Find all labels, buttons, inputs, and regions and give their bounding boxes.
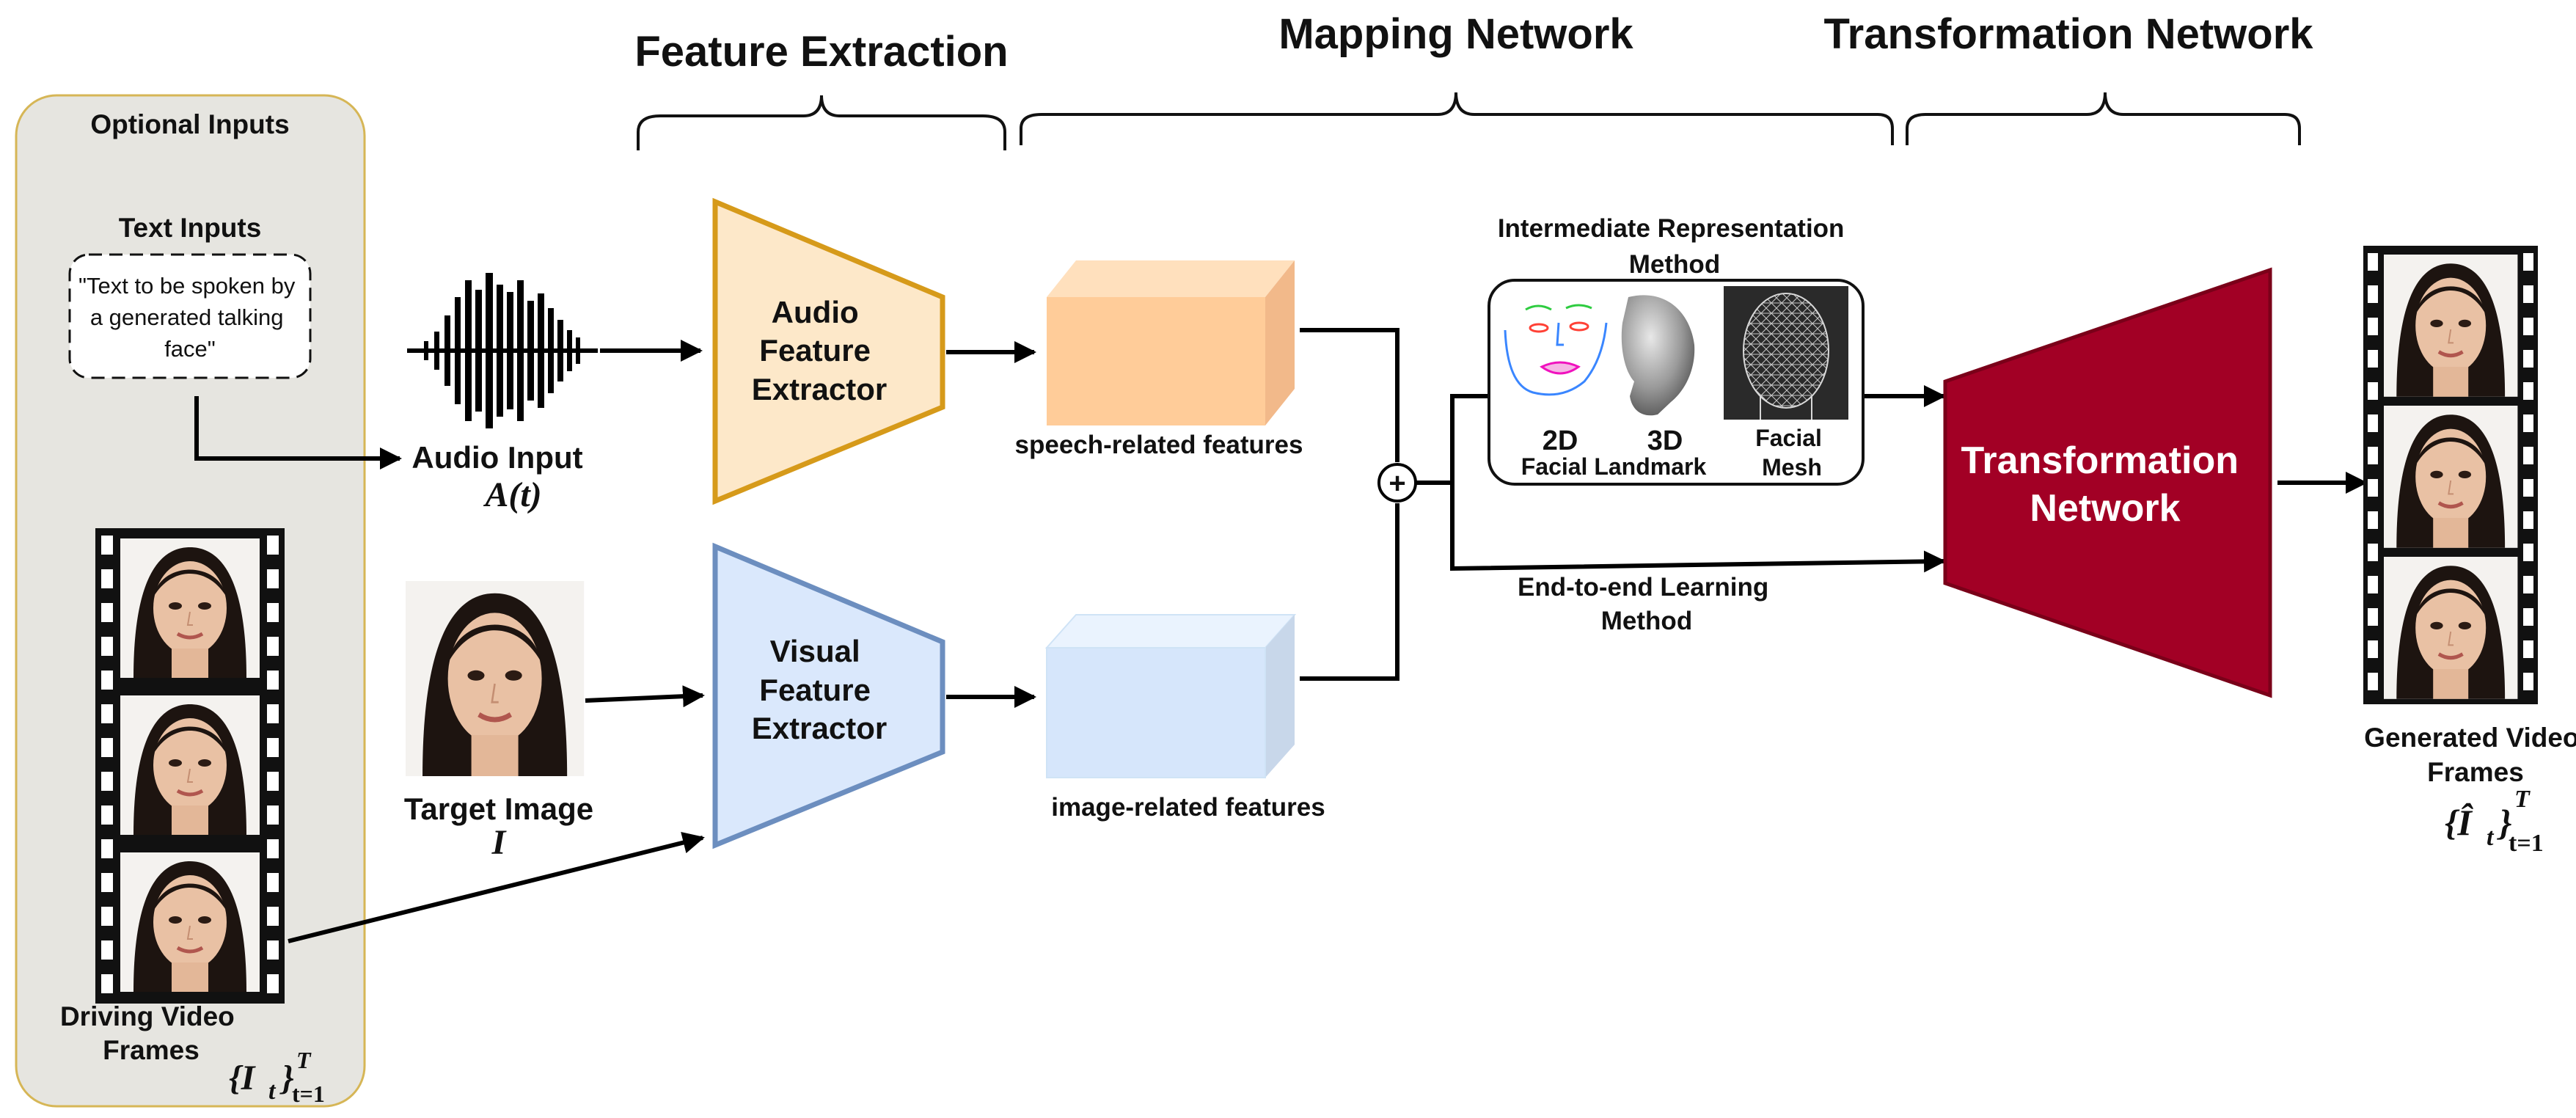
header-feature-extraction: Feature Extraction: [634, 28, 1008, 76]
svg-text:T: T: [296, 1047, 312, 1073]
visual-feature-extractor: Visual Feature Extractor: [712, 542, 945, 850]
svg-text:{Î: {Î: [2445, 802, 2473, 843]
image-features-cube: [1044, 614, 1297, 778]
target-image-face-thumbnail-icon: [406, 581, 584, 776]
svg-text:{I: {I: [229, 1059, 257, 1097]
intermediate-representation-box: 2D 3D Facial Landmark Facial Mesh: [1488, 279, 1865, 486]
svg-text:+: +: [1388, 467, 1405, 500]
target-image-math: I: [491, 823, 508, 862]
driving-video-film-strip-icon: [95, 528, 285, 1004]
generated-video-label: Generated Video Frames: [2364, 723, 2576, 787]
svg-text:T: T: [2514, 786, 2531, 813]
target-to-visual-extractor-arrow: [585, 685, 705, 708]
audio-input-label: Audio Input: [411, 440, 582, 475]
speech-to-combine-line: [1300, 328, 1399, 462]
driving-video-label: Driving Video Frames: [60, 1001, 242, 1065]
header-mapping-network: Mapping Network: [1278, 10, 1633, 58]
combine-node: +: [1377, 463, 1417, 503]
text-input-box: [68, 253, 312, 379]
svg-text:Facial Landmark: Facial Landmark: [1521, 453, 1707, 480]
text-to-audio-arrow: [194, 396, 402, 470]
svg-text:Transformation Network: Transformation Network: [1961, 439, 2250, 530]
audio-input-math: A(t): [483, 475, 541, 514]
svg-text:Visual Feature Ext: Visual Feature Extractor: [752, 634, 887, 745]
brace-mapping-network: [1020, 92, 1894, 145]
svg-text:t=1: t=1: [2509, 830, 2544, 857]
combine-to-end-to-end-arrow: [1450, 483, 1946, 573]
landmark-icon: [1504, 304, 1608, 396]
audio-feature-extractor: Audio Feature Extractor: [712, 197, 945, 505]
svg-text:Audio Feature Extr: Audio Feature Extractor: [752, 295, 887, 406]
3d-head-icon: [1621, 295, 1695, 416]
driving-to-visual-extractor-arrow: [288, 831, 705, 943]
intermediate-title: Intermediate Representation Method: [1498, 214, 1851, 279]
generated-video-math: {Î t } T t=1: [2445, 786, 2544, 857]
speech-features-label: speech-related features: [1015, 431, 1303, 459]
connector-arrows: [194, 328, 2368, 943]
waveform-icon: [407, 273, 598, 428]
transformation-network-block: Transformation Network: [1943, 267, 2272, 698]
text-inputs-title: Text Inputs: [119, 213, 262, 243]
svg-text:}: }: [2497, 802, 2511, 843]
svg-text:2D: 2D: [1543, 425, 1578, 456]
svg-text:Facial Mesh: Facial Mesh: [1755, 425, 1829, 481]
mesh-head-icon: [1724, 286, 1848, 420]
svg-text:t=1: t=1: [292, 1081, 325, 1107]
svg-text:}: }: [279, 1059, 294, 1097]
brace-feature-extraction: [637, 95, 1006, 150]
image-to-combine-line: [1300, 503, 1399, 681]
brace-transformation-network: [1906, 92, 2301, 145]
target-image-label: Target Image: [404, 792, 593, 826]
svg-text:3D: 3D: [1647, 425, 1683, 456]
generated-video-film-strip-icon: [2363, 246, 2538, 704]
header-transformation-network: Transformation Network: [1823, 10, 2313, 58]
optional-inputs-title: Optional Inputs: [90, 109, 289, 139]
section-headers: Feature Extraction Mapping Network Trans…: [634, 10, 2313, 150]
text-input-content: "Text to be spoken by a generated talkin…: [78, 273, 301, 362]
svg-text:t: t: [2487, 824, 2495, 851]
image-features-label: image-related features: [1051, 793, 1325, 822]
svg-text:t: t: [268, 1078, 277, 1105]
end-to-end-label: End-to-end Learning Method: [1518, 573, 1776, 635]
driving-video-math: {I t } T t=1: [229, 1047, 325, 1107]
speech-features-cube: [1047, 260, 1295, 425]
optional-inputs-panel: Optional Inputs Text Inputs "Text to be …: [15, 94, 366, 1108]
